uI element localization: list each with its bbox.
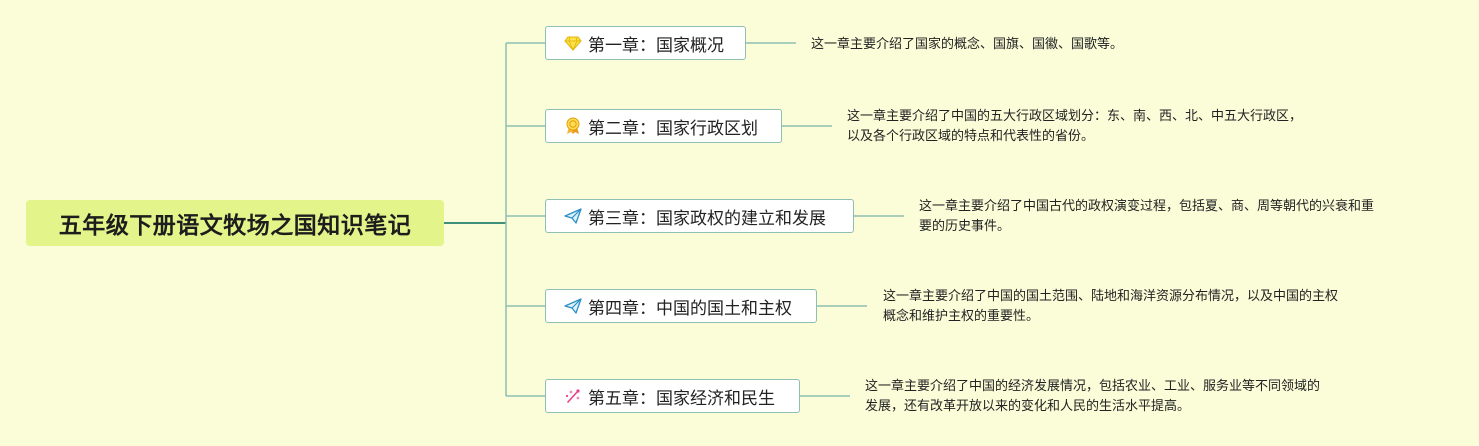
chapter-5-topic[interactable]: 第五章：国家经济和民生 (545, 379, 800, 413)
chapter-2-description-line-2: 以及各个行政区域的特点和代表性的省份。 (847, 129, 1095, 144)
chapter-1-topic[interactable]: 第一章：国家概况 (545, 26, 746, 60)
chapter-2-description: 这一章主要介绍了中国的五大行政区域划分：东、南、西、北、中五大行政区， 以及各个… (847, 107, 1302, 147)
chapter-2-description-line-1: 这一章主要介绍了中国的五大行政区域划分：东、南、西、北、中五大行政区， (847, 109, 1303, 124)
chapter-5-description-line-1: 这一章主要介绍了中国的经济发展情况，包括农业、工业、服务业等不同领域的 (865, 379, 1321, 394)
chapter-4-title: 第四章：中国的国土和主权 (588, 298, 792, 319)
chapter-2-topic[interactable]: 第二章：国家行政区划 (545, 109, 782, 143)
diamond-icon (564, 34, 582, 52)
chapter-5-description: 这一章主要介绍了中国的经济发展情况，包括农业、工业、服务业等不同领域的 发展，还… (865, 377, 1320, 417)
chapter-3-description: 这一章主要介绍了中国古代的政权演变过程，包括夏、商、周等朝代的兴衰和重 要的历史… (919, 197, 1374, 237)
chapter-5-title: 第五章：国家经济和民生 (588, 388, 775, 409)
chapter-4-topic[interactable]: 第四章：中国的国土和主权 (545, 289, 817, 323)
chapter-4-description-line-1: 这一章主要介绍了中国的国土范围、陆地和海洋资源分布情况，以及中国的主权 (883, 289, 1339, 304)
paper-plane-icon (564, 297, 582, 315)
chapter-5-description-line-2: 发展，还有改革开放以来的变化和人民的生活水平提高。 (865, 399, 1191, 414)
chapter-2-title: 第二章：国家行政区划 (588, 118, 758, 139)
chapter-3-description-line-1: 这一章主要介绍了中国古代的政权演变过程，包括夏、商、周等朝代的兴衰和重 (919, 199, 1375, 214)
chapter-1-title: 第一章：国家概况 (588, 35, 724, 56)
chapter-3-topic[interactable]: 第三章：国家政权的建立和发展 (545, 199, 854, 233)
chapter-4-description-line-2: 概念和维护主权的重要性。 (883, 309, 1040, 324)
chapter-4-description: 这一章主要介绍了中国的国土范围、陆地和海洋资源分布情况，以及中国的主权 概念和维… (883, 287, 1338, 327)
chapter-3-description-line-2: 要的历史事件。 (919, 219, 1011, 234)
chapter-3-title: 第三章：国家政权的建立和发展 (588, 208, 826, 229)
root-topic[interactable]: 五年级下册语文牧场之国知识笔记 (26, 200, 444, 246)
chapter-1-description: 这一章主要介绍了国家的概念、国旗、国徽、国歌等。 (811, 35, 1123, 55)
sparkle-icon (564, 387, 582, 405)
chapter-1-description-line-1: 这一章主要介绍了国家的概念、国旗、国徽、国歌等。 (811, 37, 1124, 52)
paper-plane-icon (564, 207, 582, 225)
medal-icon (564, 117, 582, 135)
root-topic-label: 五年级下册语文牧场之国知识笔记 (58, 213, 412, 239)
